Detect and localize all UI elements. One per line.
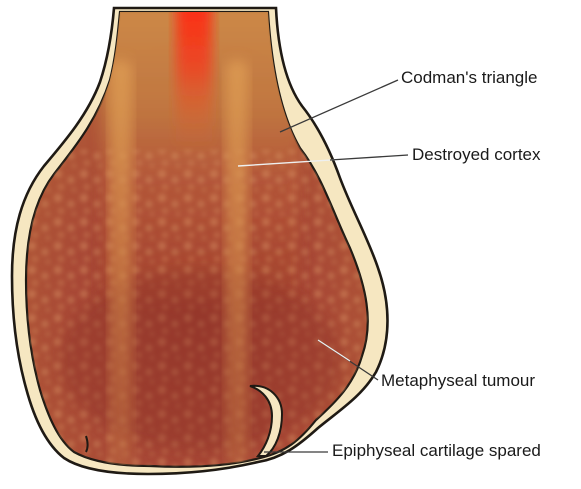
leader-cortex-outer bbox=[330, 155, 408, 160]
label-metaphyseal-tumour: Metaphyseal tumour bbox=[381, 372, 535, 389]
marrow-hot-zone bbox=[176, 0, 212, 150]
label-epiphyseal-cartilage: Epiphyseal cartilage spared bbox=[332, 442, 541, 459]
label-codmans-triangle: Codman's triangle bbox=[401, 69, 537, 86]
label-destroyed-cortex: Destroyed cortex bbox=[412, 146, 541, 163]
